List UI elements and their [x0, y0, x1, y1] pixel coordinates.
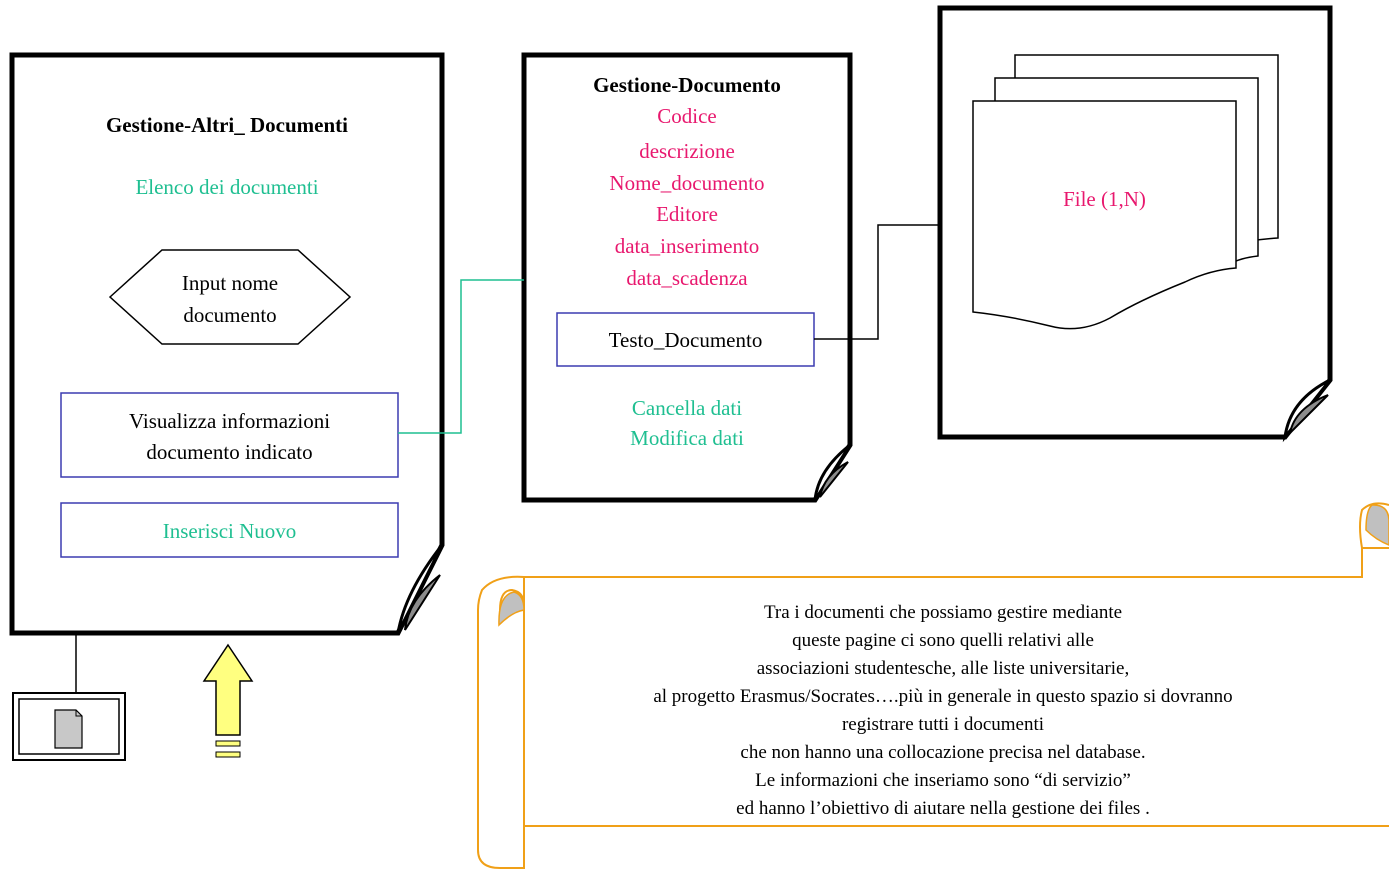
field-codice: Codice [657, 104, 717, 128]
text-document-box [556, 312, 815, 367]
file-label: File (1,N) [1063, 187, 1146, 211]
text-document-label[interactable]: Testo_Documento [608, 328, 763, 352]
middle-page-title: Gestione-Documento [593, 73, 781, 97]
note-line-4: al progetto Erasmus/Socrates….più in gen… [653, 686, 1233, 707]
note-line-8: ed hanno l’obiettivo di aiutare nella ge… [736, 798, 1150, 819]
connector-view-to-document [398, 279, 524, 434]
input-hexagon-shape [108, 249, 352, 345]
input-label-line1: Input nome [181, 271, 279, 295]
view-info-box [60, 392, 399, 478]
note-line-2: queste pagine ci sono quelli relativi al… [792, 630, 1094, 651]
view-info-line2[interactable]: documento indicato [146, 440, 313, 464]
edit-data-action[interactable]: Modifica dati [630, 426, 744, 450]
insert-new-button[interactable]: Inserisci Nuovo [162, 519, 297, 543]
up-arrow-icon[interactable] [202, 643, 254, 758]
insert-new-box [60, 502, 399, 558]
input-label-line2: documento [183, 303, 277, 327]
scroll-curl-top [1365, 504, 1389, 546]
middle-page-shape [521, 52, 853, 503]
view-info-line1[interactable]: Visualizza informazioni [128, 409, 331, 433]
connector-text-to-file [814, 224, 940, 340]
field-descrizione: descrizione [639, 139, 735, 163]
note-line-6: che non hanno una collocazione precisa n… [740, 742, 1146, 763]
note-line-7: Le informazioni che inseriamo sono “di s… [755, 770, 1131, 791]
note-line-5: registrare tutti i documenti [841, 714, 1045, 735]
left-page-title: Gestione-Altri_ Documenti [105, 113, 349, 137]
stacked-files-icon [972, 54, 1279, 330]
note-line-3: associazioni studentesche, alle liste un… [756, 658, 1130, 679]
scroll-icon [477, 502, 1389, 869]
field-nome-documento: Nome_documento [609, 171, 765, 195]
note-line-1: Tra i documenti che possiamo gestire med… [763, 602, 1123, 623]
document-list-label[interactable]: Elenco dei documenti [135, 175, 319, 199]
field-data-scadenza: data_scadenza [626, 266, 748, 290]
document-button[interactable] [12, 692, 126, 761]
delete-data-action[interactable]: Cancella dati [631, 396, 743, 420]
field-editore: Editore [656, 202, 718, 226]
folded-corner-icon [404, 574, 441, 631]
document-icon [54, 709, 83, 749]
scroll-curl-left [498, 591, 525, 627]
field-data-inserimento: data_inserimento [614, 234, 760, 258]
